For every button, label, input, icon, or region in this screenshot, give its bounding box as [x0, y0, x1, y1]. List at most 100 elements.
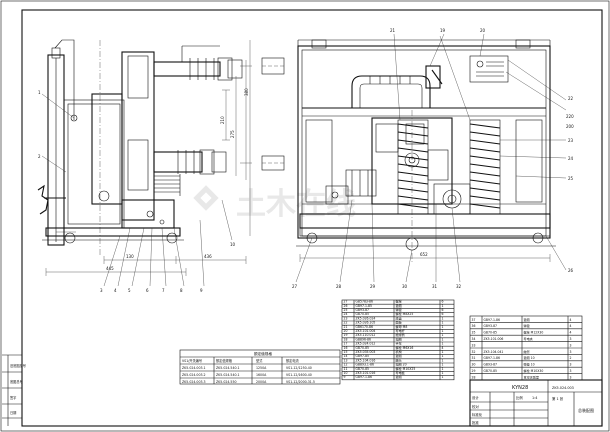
lower-contact-arm: [153, 149, 227, 175]
parts-cell-no: 29: [472, 369, 476, 373]
spec-cell: ZK5.024.540.1: [216, 366, 240, 370]
left-margin-strip: 旧底图总号 底图总号 签字 日期: [2, 354, 26, 426]
parts-cell-no: 20: [344, 329, 348, 333]
side-dimensions-vertical: 210 275 380: [220, 40, 251, 236]
parts-cell-qty: 1: [442, 375, 444, 379]
title-block: KYN28 ZK5.024.003 设计 校对 标准化 批准 比例 1:4 第 …: [469, 379, 603, 427]
parts-cell-code: GB93-87: [356, 308, 370, 312]
parts-cell-name: 垫圈 10: [524, 355, 535, 360]
closing-spring-right: [469, 119, 501, 215]
side-label: 220: [566, 114, 574, 119]
callout-number: 22: [568, 96, 574, 101]
parts-cell-qty: 6: [442, 300, 444, 304]
parts-cell-name: 弹垫: [396, 307, 403, 312]
parts-cell-code: GB97-85: [356, 354, 370, 358]
callout-number: 10: [230, 242, 236, 247]
parts-cell-qty: 4: [570, 318, 572, 322]
spec-header: 额定电流: [286, 358, 300, 363]
side-leaders: [41, 93, 233, 287]
parts-cell-code: GB893.1-86: [356, 363, 374, 367]
callout-number: 4: [114, 288, 117, 293]
parts-cell-qty: 2: [570, 356, 572, 360]
parts-cell-code: ZK5.101.016: [356, 371, 376, 375]
parts-cell-name: 垫圈: [396, 353, 402, 358]
parts-cell-qty: 6: [442, 308, 444, 312]
spec-cell: ZK5.024.003.1: [182, 366, 206, 370]
parts-cell-qty: 4: [570, 324, 572, 328]
parts-cell-qty: 1: [442, 337, 444, 341]
parts-cell-name: 垫圈: [396, 374, 402, 379]
spec-cell: ZK5.024.540.1: [216, 373, 240, 377]
parts-cell-no: 10: [344, 371, 348, 375]
side-label: 200: [566, 124, 574, 129]
spec-row: ZK5.024.003.1 ZK5.024.540.1 1250A VS1-12…: [182, 366, 312, 370]
spec-cell: 1250A: [256, 366, 267, 370]
spec-cell: VS1-12/1250-40: [286, 366, 312, 370]
parts-cell-qty: 4: [442, 346, 444, 350]
callout-number: 28: [336, 284, 342, 289]
dim-label: 436: [204, 254, 212, 259]
callout-number: 27: [292, 284, 298, 289]
parts-cell-no: 28: [472, 375, 476, 379]
spec-row: ZK5.024.003.3 ZK5.024.550 2000A VS1-12/2…: [182, 380, 315, 384]
parts-cell-qty: 3: [570, 363, 572, 367]
drawing-number: ZK5.024.003: [552, 386, 574, 390]
std-label: 标准化: [472, 412, 483, 417]
drawing-name: KYN28: [512, 385, 528, 391]
margin-label: 日期: [10, 410, 16, 415]
parts-cell-code: GB5783-86: [356, 300, 373, 304]
parts-cell-name: 触臂: [524, 349, 530, 354]
parts-cell-name: 导电夹: [524, 336, 533, 341]
parts-cell-no: 24: [344, 312, 348, 316]
parts-cell-code: ZK5.101.006: [484, 337, 504, 341]
parts-cell-no: 30: [472, 363, 476, 367]
parts-cell-code: GB896-86: [356, 337, 372, 341]
callout-number: 1: [38, 90, 41, 95]
parts-cell-qty: 1: [442, 354, 444, 358]
spec-header: 型式: [256, 358, 263, 363]
callout-number: 19: [440, 28, 446, 33]
spec-cell: VS1-12/1600-40: [286, 373, 312, 377]
flexible-conductor: [351, 65, 443, 108]
side-callouts: 1 2 3 4 5 6 7 8 9 10: [38, 90, 236, 293]
parts-cell-name: 螺栓 M8X25: [396, 311, 414, 316]
parts-cell-code: GB70-85: [356, 312, 370, 316]
parts-cell-no: 22: [344, 321, 348, 325]
front-callouts: 19 20 21 22 23 24 25 26 27 28 29 30 31 3…: [292, 28, 574, 289]
parts-cell-name: 螺栓 M10X25: [396, 366, 416, 371]
parts-cell-qty: 1: [442, 321, 444, 325]
parts-cell-qty: 1: [442, 367, 444, 371]
parts-cell-name: 螺栓 M12X30: [524, 330, 544, 335]
truck-base: [42, 199, 184, 244]
parts-cell-code: GB70-85: [356, 367, 370, 371]
inner-border: [21, 9, 603, 427]
side-profile-detail: [240, 57, 285, 180]
parts-cell-name: 垫圈: [396, 303, 402, 308]
margin-label: 签字: [10, 395, 16, 400]
parts-cell-name: 螺栓 M10X30: [524, 368, 544, 373]
pole-column: [121, 51, 155, 221]
spec-cell: 2000A: [256, 380, 267, 384]
parts-cell-qty: 1: [442, 316, 444, 320]
callout-number: 20: [480, 28, 486, 33]
parts-cell-name: 弹垫 10: [524, 362, 535, 367]
callout-number: 5: [128, 288, 131, 293]
parts-cell-name: 底盘: [396, 315, 402, 320]
spec-cell: ZK5.024.550: [216, 380, 237, 384]
spec-header: VS1/开关编号: [182, 358, 202, 363]
parts-cell-no: 26: [344, 304, 348, 308]
parts-cell-code: GB6170-86: [356, 325, 373, 329]
spec-table: 额定值规格 VS1/开关编号 额定值规格 型式 额定电流 ZK5.024.003…: [179, 349, 341, 385]
side-view: 210 275 380 130 436 445: [37, 39, 285, 293]
spec-table-title: 额定值规格: [254, 351, 272, 356]
parts-cell-qty: 1: [442, 304, 444, 308]
parts-cell-no: 12: [344, 363, 348, 367]
